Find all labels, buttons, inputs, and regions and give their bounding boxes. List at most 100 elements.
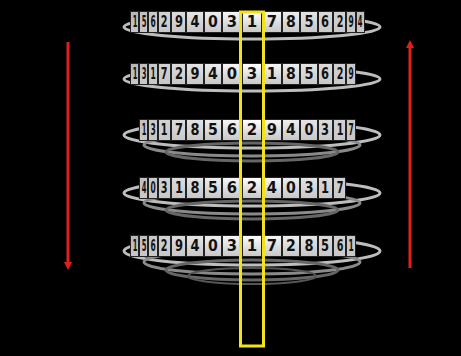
ring-digit: 7 — [175, 123, 183, 138]
ring-digit: 7 — [267, 239, 277, 254]
ring-digit: 6 — [336, 239, 343, 254]
ring-digit: 0 — [150, 181, 155, 196]
ring-digit: 8 — [190, 123, 199, 138]
ring-digit: 5 — [305, 67, 314, 82]
digit-cell: 3 — [148, 119, 158, 141]
digit-cell: 3 — [139, 63, 148, 85]
ring-digit: 5 — [208, 181, 218, 196]
digit-cell: 6 — [318, 11, 333, 33]
ring-digit: 3 — [321, 123, 329, 138]
ring-digit: 4 — [190, 15, 199, 30]
digit-cell: 9 — [186, 63, 203, 85]
ring-digit: 1 — [161, 123, 168, 138]
digit-cell: 8 — [282, 63, 301, 85]
ring-digit: 8 — [305, 239, 314, 254]
ring-digit: 1 — [150, 67, 155, 82]
digit-cell: 7 — [171, 119, 186, 141]
ring-digit: 3 — [150, 123, 155, 138]
digit-cell: 7 — [158, 63, 171, 85]
ring-digit: 2 — [336, 67, 343, 82]
ring-digit: 2 — [247, 123, 257, 138]
ring-digit: 9 — [267, 123, 277, 138]
ring-digit: 3 — [305, 181, 314, 196]
ring-digit: 4 — [208, 67, 218, 82]
digit-cell: 4 — [186, 235, 203, 257]
ring-digit: 9 — [175, 15, 183, 30]
ring-digit: 6 — [227, 181, 237, 196]
ring-digit: 1 — [132, 239, 137, 254]
ring-digit: 4 — [286, 123, 296, 138]
ring-digit: 1 — [348, 239, 353, 254]
ring-digit: 4 — [190, 239, 199, 254]
digit-cell: 9 — [171, 235, 186, 257]
digit-cell: 5 — [204, 119, 223, 141]
ring-digit: 5 — [321, 239, 329, 254]
ring-digit: 2 — [175, 67, 183, 82]
ring-digit: 2 — [286, 239, 296, 254]
digit-cell: 4 — [356, 11, 365, 33]
digit-cell: 0 — [148, 177, 158, 199]
ring-digit: 3 — [227, 239, 237, 254]
ring-digit: 0 — [305, 123, 314, 138]
ring-digit: 5 — [141, 15, 146, 30]
digit-cell: 5 — [139, 235, 148, 257]
digit-cell: 2 — [333, 63, 346, 85]
digit-cell: 8 — [300, 235, 317, 257]
digit-cell: 1 — [130, 235, 139, 257]
ring-digit: 1 — [132, 15, 137, 30]
ring-digit: 1 — [336, 123, 343, 138]
ring-digit: 2 — [161, 15, 168, 30]
ring-digit: 3 — [161, 181, 168, 196]
ring-digit: 6 — [150, 239, 155, 254]
ring-digit: 4 — [267, 181, 277, 196]
ring-digit: 1 — [247, 239, 257, 254]
digit-cell: 6 — [148, 235, 158, 257]
digit-cell: 1 — [242, 235, 262, 257]
ring-digit: 7 — [348, 123, 353, 138]
digit-cell: 3 — [158, 177, 171, 199]
down-arrow — [67, 42, 70, 266]
ring-digit: 4 — [141, 181, 146, 196]
ring-digit: 1 — [175, 181, 183, 196]
digit-cell: 7 — [346, 119, 356, 141]
digit-cell: 5 — [139, 11, 148, 33]
ring-digit: 3 — [247, 67, 257, 82]
ring-digit: 5 — [141, 239, 146, 254]
digit-cell: 1 — [171, 177, 186, 199]
digit-cell: 4 — [139, 177, 148, 199]
ring-digit: 6 — [150, 15, 155, 30]
digit-cell: 4 — [186, 11, 203, 33]
ring-digit: 1 — [267, 67, 277, 82]
digit-cell: 0 — [204, 11, 223, 33]
digit-cell: 8 — [186, 177, 203, 199]
ring-digit: 2 — [161, 239, 168, 254]
digit-cell: 1 — [130, 11, 139, 33]
digit-cell: 1 — [148, 63, 158, 85]
ring-digit: 1 — [247, 15, 257, 30]
digit-cell: 5 — [300, 63, 317, 85]
ring-digit: 3 — [227, 15, 237, 30]
digit-cell: 0 — [282, 177, 301, 199]
ring-digit: 0 — [208, 15, 218, 30]
digit-cell: 8 — [186, 119, 203, 141]
digit-cell: 2 — [158, 11, 171, 33]
ring-digit: 6 — [227, 123, 237, 138]
ring-digit: 6 — [321, 15, 329, 30]
digit-cell: 1 — [333, 119, 346, 141]
digit-cell: 1 — [139, 119, 148, 141]
ring-digit: 5 — [305, 15, 314, 30]
ring-digit: 5 — [208, 123, 218, 138]
ring-digit: 7 — [161, 67, 168, 82]
up-arrow — [409, 44, 412, 268]
digit-cell: 5 — [204, 177, 223, 199]
ring-digit: 2 — [247, 181, 257, 196]
ring-digit: 2 — [336, 15, 343, 30]
digit-cell: 3 — [318, 119, 333, 141]
ring-rims — [124, 15, 380, 284]
digit-cell: 9 — [346, 11, 356, 33]
ring-digit: 0 — [227, 67, 237, 82]
ring-digit: 1 — [321, 181, 329, 196]
digit-cell: 2 — [242, 177, 262, 199]
ring-digit: 1 — [132, 67, 137, 82]
digit-cell: 1 — [318, 177, 333, 199]
